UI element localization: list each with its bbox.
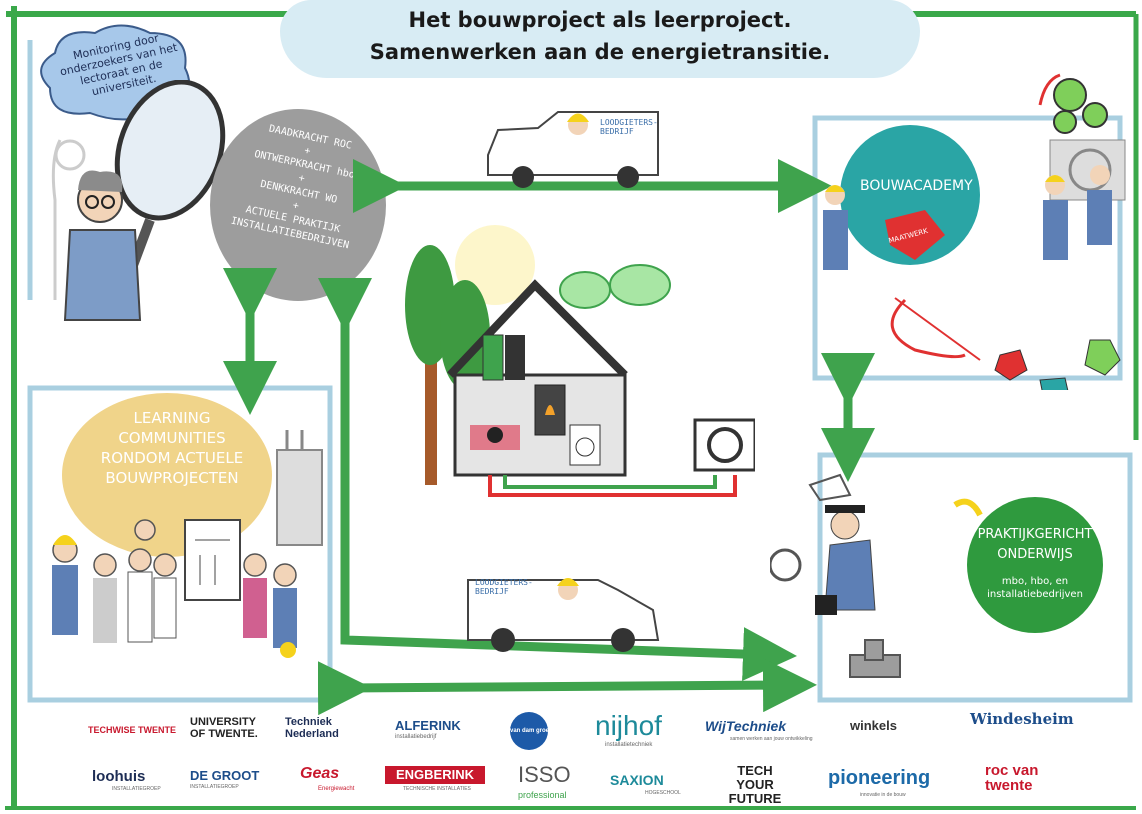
- learning-line-2: COMMUNITIES: [118, 429, 226, 447]
- logo-alferink: ALFERINK: [395, 718, 461, 733]
- van-top-label-1: LOODGIETERS-: [600, 118, 658, 127]
- logo-windesheim: Windesheim: [970, 710, 1074, 728]
- logo-nijhof: nijhof: [595, 710, 662, 741]
- house-illustration: [405, 225, 755, 497]
- learning-line-4: BOUWPROJECTEN: [105, 469, 239, 487]
- logo-de-groot: DE GROOT: [190, 768, 260, 783]
- arrow-bottom-horizontal: [317, 658, 817, 716]
- praktijk-sub-2: installatiebedrijven: [987, 589, 1083, 600]
- people-group-illustration: [52, 519, 297, 658]
- van-bottom: [467, 578, 660, 652]
- title-line-2: Samenwerken aan de energietransitie.: [369, 40, 831, 64]
- toolbox-label: GEREEDSCH: [1040, 402, 1078, 409]
- praktijk-line-2: ONDERWIJS: [997, 547, 1073, 562]
- title-cloud: [280, 0, 920, 78]
- magnifier-researcher-illustration: [51, 80, 226, 321]
- logo-alferink-sub: installatiebedrijf: [395, 734, 437, 740]
- logo-roc-van-twente: roc van twente: [985, 762, 1039, 794]
- grey-bubble: [210, 109, 386, 301]
- logo-university-of-twente: UNIVERSITY OF TWENTE.: [190, 716, 258, 740]
- logo-techwise-twente: TECHWISE TWENTE: [88, 725, 176, 735]
- learning-line-1: LEARNING: [133, 409, 211, 427]
- logo-de-groot-sub: INSTALLATIEGROEP: [190, 784, 239, 790]
- logo-pioneering-sub: innovatie in de bouw: [860, 792, 906, 798]
- van-bottom-label-2: BEDRIJF: [475, 587, 509, 596]
- van-bottom-label-1: LOODGIETERS-: [475, 578, 533, 587]
- logo-geas: Geas: [300, 765, 340, 782]
- logo-isso: ISSO: [518, 762, 571, 787]
- logo-loohuis: loohuis: [92, 768, 146, 785]
- logo-van-dam-groep: van dam groep: [510, 712, 553, 750]
- van-top: [487, 111, 659, 188]
- logo-pioneering: pioneering: [828, 767, 931, 789]
- logo-tech-your-future: TECH YOUR FUTURE: [728, 763, 782, 806]
- logo-wijtechniek: WijTechniek: [705, 718, 787, 734]
- praktijk-illustration: [770, 473, 1103, 678]
- logo-isso-sub: professional: [518, 790, 567, 800]
- logo-engberink-sub: TECHNISCHE INSTALLATIES: [403, 786, 471, 792]
- logo-nijhof-sub: installatietechniek: [605, 742, 653, 748]
- logo-geas-sub: Energiewacht: [318, 786, 355, 792]
- learning-communities-bubble: [62, 393, 272, 557]
- praktijk-sub-1: mbo, hbo, en: [1001, 576, 1069, 587]
- bouwacademy-label: BOUWACADEMY: [860, 178, 973, 194]
- bouwacademy-illustration: [823, 73, 1126, 390]
- logo-loohuis-sub: INSTALLATIEGROEP: [112, 786, 161, 792]
- praktijk-line-1: PRAKTIJKGERICHT: [977, 527, 1093, 542]
- logo-saxion: SAXION: [610, 772, 664, 788]
- learning-line-3: RONDOM ACTUELE: [100, 449, 244, 467]
- logo-saxion-sub: HOGESCHOOL: [645, 790, 681, 796]
- boiler-illustration: [276, 430, 323, 546]
- logo-wijtechniek-sub: samen werken aan jouw ontwikkeling: [730, 736, 813, 742]
- logo-winkels: winkels: [850, 718, 897, 733]
- title-line-1: Het bouwproject als leerproject.: [408, 8, 792, 32]
- logo-engberink: ENGBERINK: [385, 766, 485, 784]
- logo-techniek-nederland: Techniek Nederland: [285, 716, 339, 740]
- van-top-label-2: BEDRIJF: [600, 127, 634, 136]
